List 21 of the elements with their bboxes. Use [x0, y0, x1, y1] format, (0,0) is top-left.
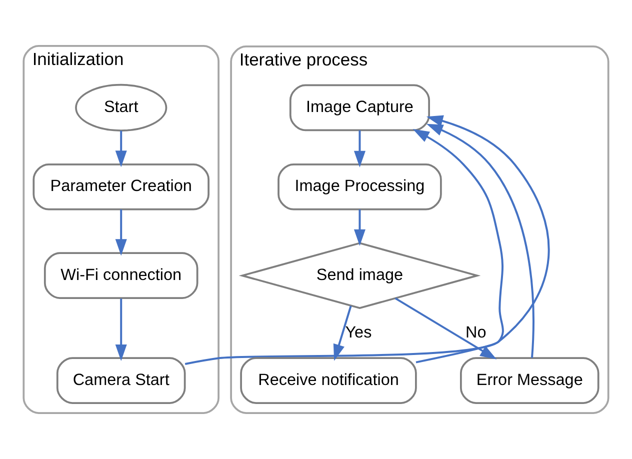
node-ellipse: Start	[75, 84, 168, 132]
edge-label: No	[466, 323, 486, 342]
node-box: Receive notification	[240, 357, 417, 404]
node-box: Image Capture	[289, 84, 430, 132]
arrow	[426, 124, 534, 358]
node-box: Error Message	[460, 357, 600, 404]
node-box: Wi-Fi connection	[44, 252, 198, 299]
arrow	[412, 128, 504, 364]
arrow	[333, 306, 352, 361]
arrow	[354, 209, 366, 246]
arrow	[394, 297, 497, 360]
arrow	[115, 209, 127, 256]
arrow	[354, 130, 366, 168]
node-diamond: Send image	[238, 242, 481, 310]
arrow	[115, 298, 127, 361]
edge-label: Yes	[345, 323, 372, 342]
arrow	[184, 115, 550, 365]
node-box: Camera Start	[56, 357, 186, 404]
node-box: Parameter Creation	[32, 163, 210, 210]
node-box: Image Processing	[278, 163, 442, 210]
arrow	[115, 130, 127, 168]
